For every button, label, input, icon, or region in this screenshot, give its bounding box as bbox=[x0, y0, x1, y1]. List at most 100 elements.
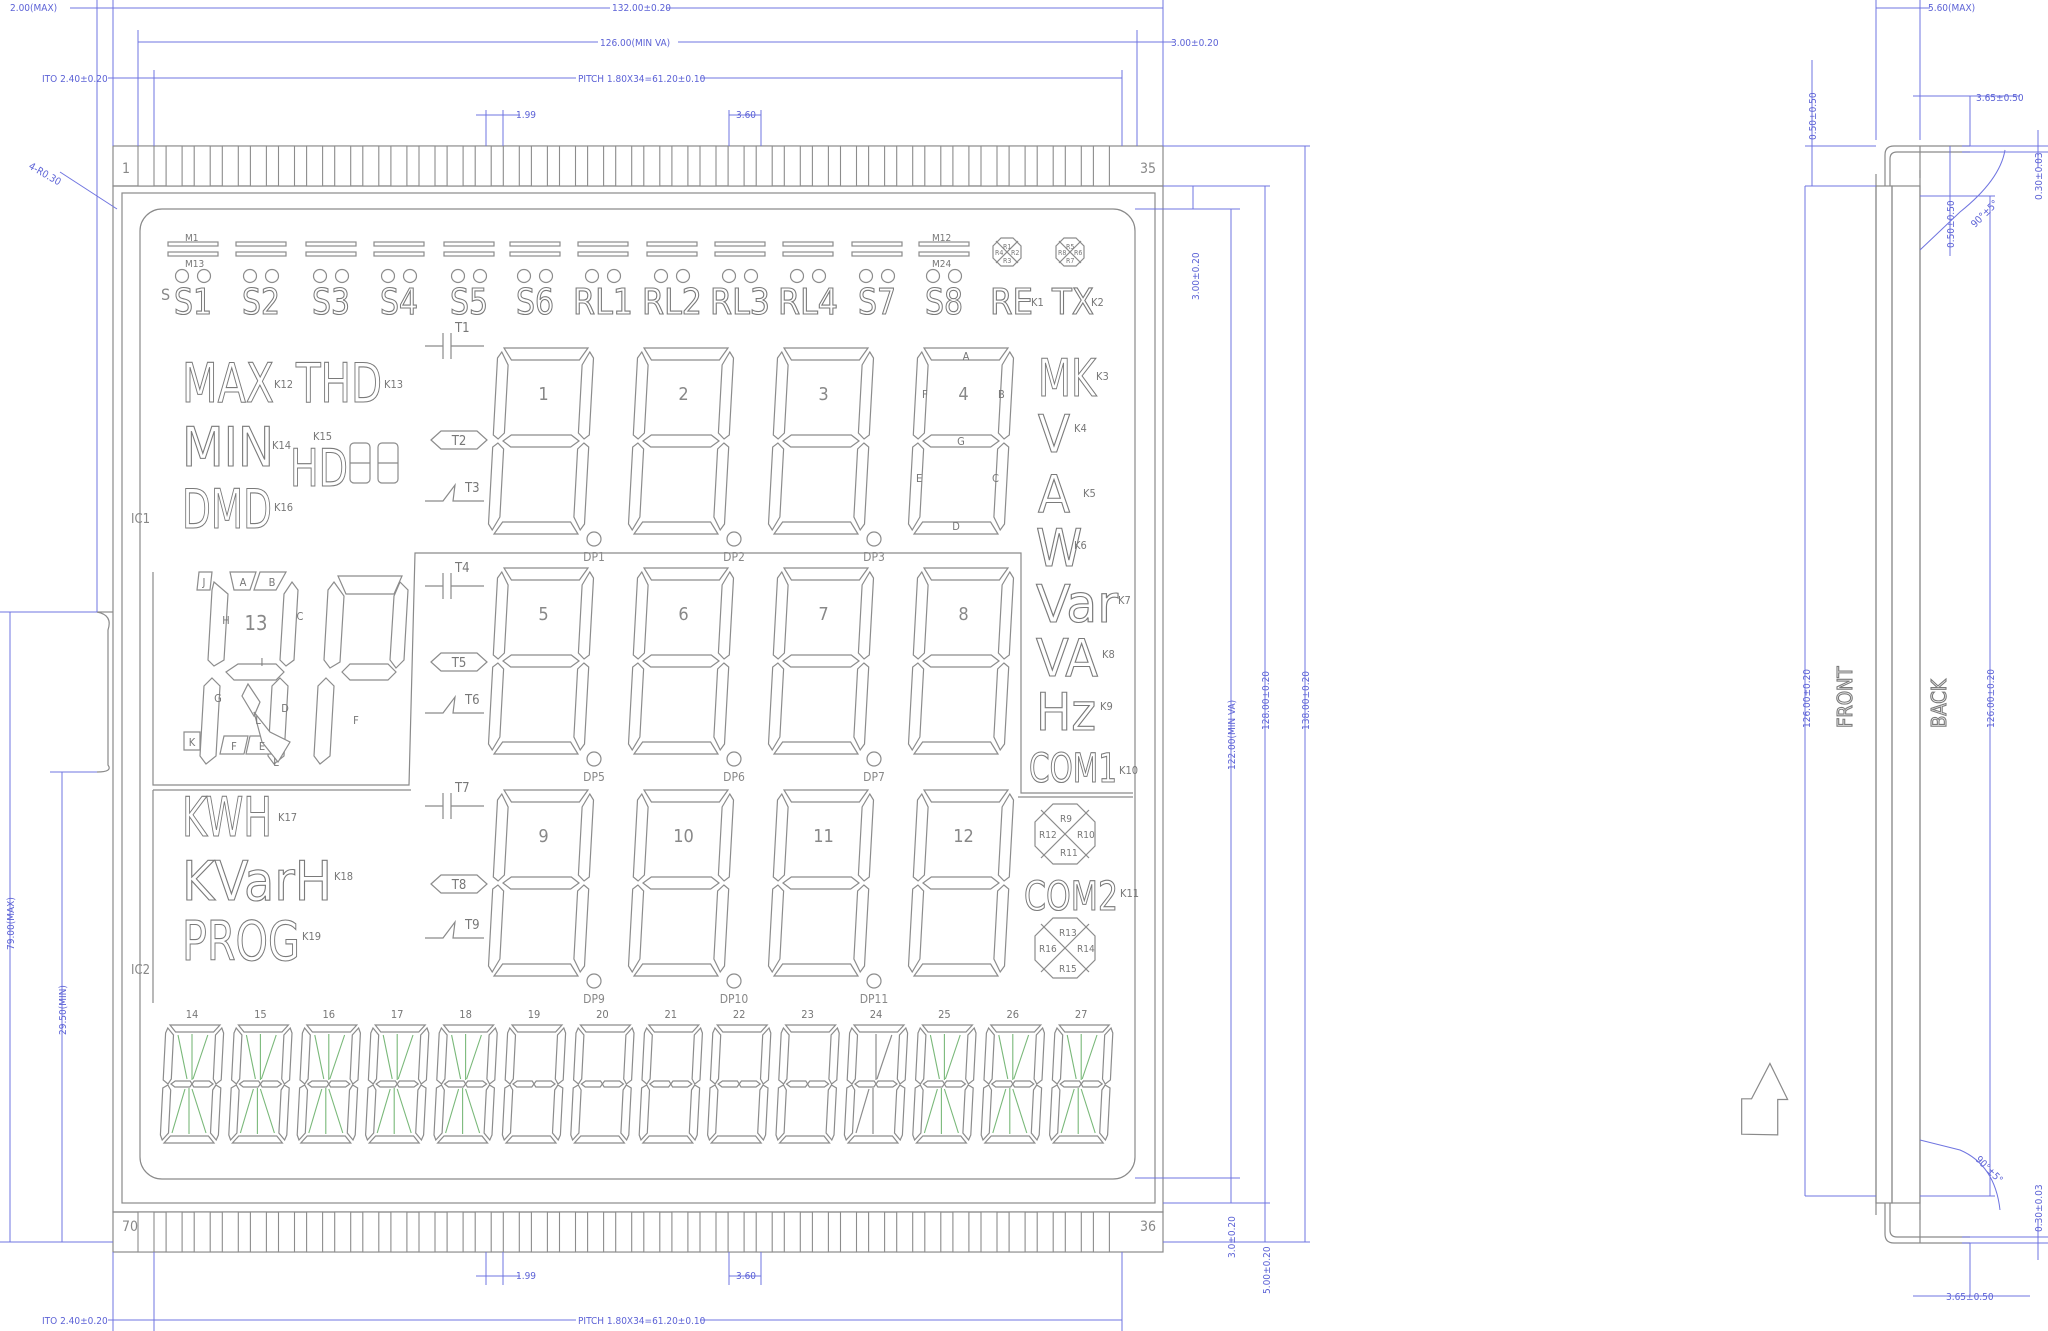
bottom-pin bbox=[1064, 1211, 1082, 1253]
alnum-segment bbox=[1033, 1026, 1046, 1085]
w-label: W bbox=[1036, 519, 1082, 579]
bottom-pin bbox=[277, 1211, 296, 1253]
alnum-segment bbox=[501, 1084, 514, 1142]
bottom-pin bbox=[137, 1211, 155, 1253]
channel-dot bbox=[402, 268, 418, 284]
side-dimensions: 5.60(MAX) 3.65±0.50 0.50±0.50 0.50±0.50 … bbox=[1802, 0, 2048, 1303]
channel-dot bbox=[653, 268, 669, 284]
big-digit-seg-label: C bbox=[297, 610, 304, 623]
alnum-label: 18 bbox=[459, 1008, 472, 1021]
digit-label: 2 bbox=[678, 384, 688, 405]
decimal-point bbox=[726, 751, 742, 767]
segment-d bbox=[492, 521, 580, 535]
m1-label: M1 bbox=[185, 233, 199, 244]
channel-label: S7 bbox=[858, 282, 896, 323]
big-digit-seg-label: E bbox=[259, 740, 265, 753]
alnum-diag bbox=[376, 1088, 391, 1134]
digit-label: 6 bbox=[678, 604, 688, 625]
big-digit-seg-label: I bbox=[261, 656, 264, 669]
top-pin bbox=[811, 145, 829, 187]
dim-ito-top: ITO 2.40±0.20 bbox=[42, 74, 108, 85]
alnum-segment bbox=[436, 1135, 489, 1144]
segment-g bbox=[782, 654, 860, 668]
bottom-pins bbox=[137, 1211, 1110, 1253]
channel-rl3: RL3 bbox=[709, 241, 771, 324]
dim-left-min: 29.50(MIN) bbox=[58, 985, 69, 1035]
companion-segment bbox=[341, 663, 397, 681]
top-pin bbox=[390, 145, 408, 187]
alnum-segment bbox=[852, 1024, 906, 1033]
svg-text:R6: R6 bbox=[1074, 249, 1082, 257]
alnum-diag bbox=[245, 1034, 256, 1080]
alnum-diag bbox=[1013, 1034, 1030, 1080]
segment-c bbox=[573, 662, 590, 752]
top-pin bbox=[221, 145, 239, 187]
segment-e bbox=[907, 442, 925, 532]
big-digit-seg-label: G bbox=[214, 692, 222, 705]
top-pin bbox=[643, 145, 661, 187]
channel-bar-bottom bbox=[646, 251, 698, 257]
companion-segment bbox=[389, 580, 409, 669]
big-digit-seg-label: F bbox=[231, 740, 237, 753]
segment-f bbox=[912, 570, 929, 660]
segment-f bbox=[632, 350, 649, 440]
alnum-diag bbox=[259, 1088, 275, 1134]
alnum-segment bbox=[990, 1080, 1014, 1088]
r9-r12-octagon: R9 R10 R11 R12 bbox=[1034, 803, 1096, 865]
alnum-segment bbox=[305, 1024, 359, 1033]
alnum-segment bbox=[691, 1026, 704, 1085]
segment-g bbox=[502, 434, 580, 448]
decimal-point-label: DP1 bbox=[583, 550, 605, 564]
alnum-segment bbox=[915, 1135, 968, 1144]
segment-c bbox=[993, 884, 1010, 974]
segment-f bbox=[772, 792, 789, 882]
big-digit-seg-label: J bbox=[202, 576, 206, 589]
decimal-point-label: DP11 bbox=[860, 992, 889, 1006]
digit-label: 10 bbox=[673, 826, 694, 847]
segment-h bbox=[207, 580, 229, 667]
digit-label: 4 bbox=[958, 384, 968, 405]
alnum-diag bbox=[998, 1034, 1009, 1080]
alnum-segment bbox=[778, 1026, 790, 1085]
channel-s4: S4 bbox=[373, 241, 425, 324]
alnum-segment bbox=[443, 1080, 467, 1088]
com2-k: K11 bbox=[1120, 887, 1139, 900]
channel-label: S3 bbox=[312, 282, 350, 323]
channel-dot bbox=[789, 268, 805, 284]
decimal-point bbox=[586, 531, 602, 547]
segment-c bbox=[713, 442, 730, 532]
segment-a bbox=[642, 789, 730, 803]
top-pin bbox=[1036, 145, 1054, 187]
channel-label: RL2 bbox=[642, 282, 702, 323]
channel-label: S6 bbox=[516, 282, 554, 323]
alnum-diag bbox=[1060, 1088, 1075, 1134]
top-pin bbox=[587, 145, 605, 187]
bottom-pin bbox=[446, 1211, 464, 1253]
digit-label: 7 bbox=[818, 604, 828, 625]
alnum-label: 20 bbox=[596, 1008, 609, 1021]
alnum-segment bbox=[580, 1080, 604, 1088]
alnum-segment bbox=[367, 1135, 421, 1144]
pin-label-36: 36 bbox=[1140, 1219, 1156, 1235]
min-label: MIN bbox=[182, 416, 274, 479]
alnum-segment bbox=[943, 1080, 967, 1088]
bottom-pin bbox=[474, 1211, 492, 1253]
alnum-diag bbox=[445, 1088, 460, 1134]
bottom-pin bbox=[755, 1211, 773, 1253]
alnum-diag bbox=[923, 1088, 938, 1134]
alnum-segment bbox=[328, 1080, 351, 1088]
kwh-label: KWH bbox=[182, 786, 272, 849]
svg-text:R12: R12 bbox=[1039, 830, 1057, 841]
segment-e bbox=[627, 662, 645, 752]
top-pin bbox=[137, 145, 155, 187]
switch-label: T3 bbox=[464, 481, 480, 496]
mk-label: MK bbox=[1038, 349, 1097, 409]
top-pin bbox=[502, 145, 520, 187]
digit-label: 5 bbox=[538, 604, 548, 625]
dim-side-thk-top: 0.30±0.03 bbox=[2034, 152, 2045, 200]
viewing-area bbox=[139, 208, 1136, 1180]
